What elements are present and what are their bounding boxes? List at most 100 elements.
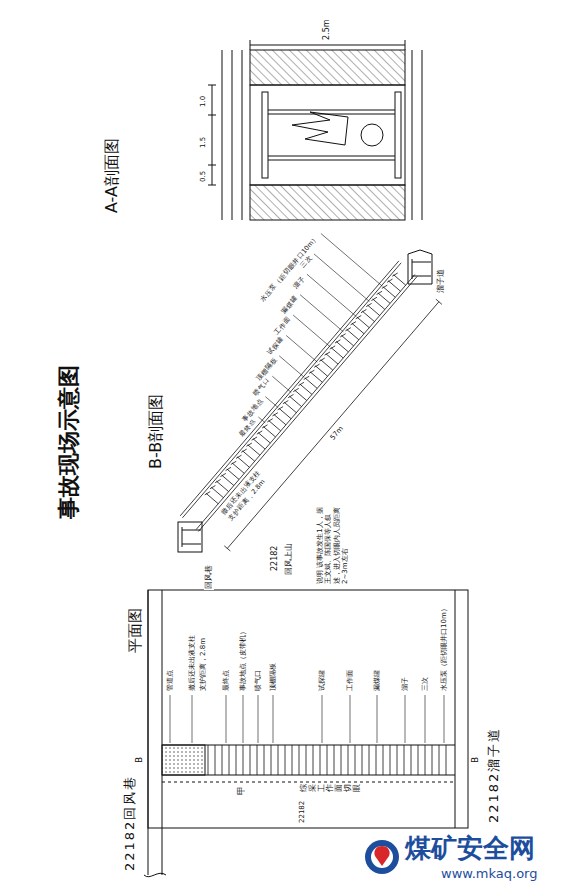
coal-wall [250,50,405,85]
label: 57m [328,424,346,443]
support-rung [418,745,419,775]
bb-stroke [325,352,330,355]
bb-stroke [319,358,324,361]
bb-stroke [368,305,380,315]
watermark-text: www.mkaq.org [440,866,538,882]
support-rung [285,745,286,775]
label: 22182回风巷 [122,774,138,872]
support-rung [278,745,279,775]
return-roadway [148,590,162,875]
logo-inner [371,846,393,868]
leader-line [405,695,406,743]
support-rung [208,745,209,775]
support-rung [243,745,244,775]
leader-line [272,376,291,392]
drawing-title: 事故现场示意图 [56,364,82,520]
bb-stroke [347,329,359,339]
support-legs [268,110,395,160]
leader-line [192,695,193,743]
plan-frame [148,590,468,828]
bb-stroke [205,492,210,495]
label: 22182 [298,800,306,824]
label: 工作面 [273,315,294,338]
label: B [470,756,481,764]
label: 事故地点（皮带机） [239,627,247,692]
support-rung [439,745,440,775]
coal-wall [250,185,405,220]
bb-stroke [258,433,270,443]
support-rung [397,745,398,775]
label: 溜子道 [436,268,446,294]
dimension-line [250,40,405,50]
bb-stroke [236,455,241,458]
support-rung [313,745,314,775]
aa-section [208,40,422,220]
label: A-A剖面图 [102,137,121,214]
label: 工作面 [346,669,354,692]
label: 溜子 [401,676,409,692]
bb-stroke [299,382,304,385]
leader-line [314,254,369,302]
leader-line [377,695,378,743]
leader-line [265,397,278,408]
leader-line [307,274,356,316]
leader-line [243,695,244,743]
label: 平面图 [126,607,144,654]
bb-stroke [305,378,317,388]
support-rung [222,745,223,775]
label: 喷气口 [254,669,262,692]
bb-stroke [284,402,296,412]
bb-stroke [352,323,364,333]
bb-stroke [283,401,288,404]
bb-stroke [377,291,382,294]
bb-stroke [392,273,397,276]
bb-stroke [351,322,356,325]
roadway-support [412,259,431,279]
bb-stroke [336,342,348,352]
label: B-B剖面图 [146,393,165,470]
leader-line [321,234,382,287]
bb-stroke [180,261,399,516]
support-rung [369,745,370,775]
support-rung [215,745,216,775]
label: 撤后还未出液支柱 [188,634,196,692]
bb-stroke [326,354,338,364]
bb-stroke [279,408,291,418]
bb-stroke [335,340,340,343]
support-rung [348,745,349,775]
label: 1.0 [199,95,207,108]
label: 2.5m [322,18,332,41]
label: 综采工作面切眼 [300,783,362,793]
bb-stroke [362,311,374,321]
support-base [395,92,401,178]
bb-stroke [182,263,401,518]
label: 水压泵（距切眼井口10m） [440,604,448,692]
bb-stroke [220,473,225,476]
bb-stroke [253,439,265,449]
bb-stroke [315,366,327,376]
bb-stroke [394,275,406,285]
bb-stroke [211,487,223,497]
bb-stroke [257,431,262,434]
label: 回风上山 [284,542,294,576]
bb-stroke [267,419,272,422]
logo-ring [365,840,399,874]
bb-stroke [217,481,229,491]
flame-symbol [292,112,348,145]
bb-stroke [241,449,246,452]
leader-line [322,695,323,743]
leader-line [444,695,445,743]
bb-stroke [269,420,281,430]
victim-symbol [361,124,383,146]
support-rung [306,745,307,775]
support-rung [271,745,272,775]
support-rung [390,745,391,775]
support-rung [404,745,405,775]
support-rung [425,745,426,775]
label: 最终点 [222,669,230,692]
bb-stroke [388,281,400,291]
label: 试探罐 [266,335,287,358]
bb-stroke [198,276,417,531]
label: 漏煤罐 [280,294,301,317]
